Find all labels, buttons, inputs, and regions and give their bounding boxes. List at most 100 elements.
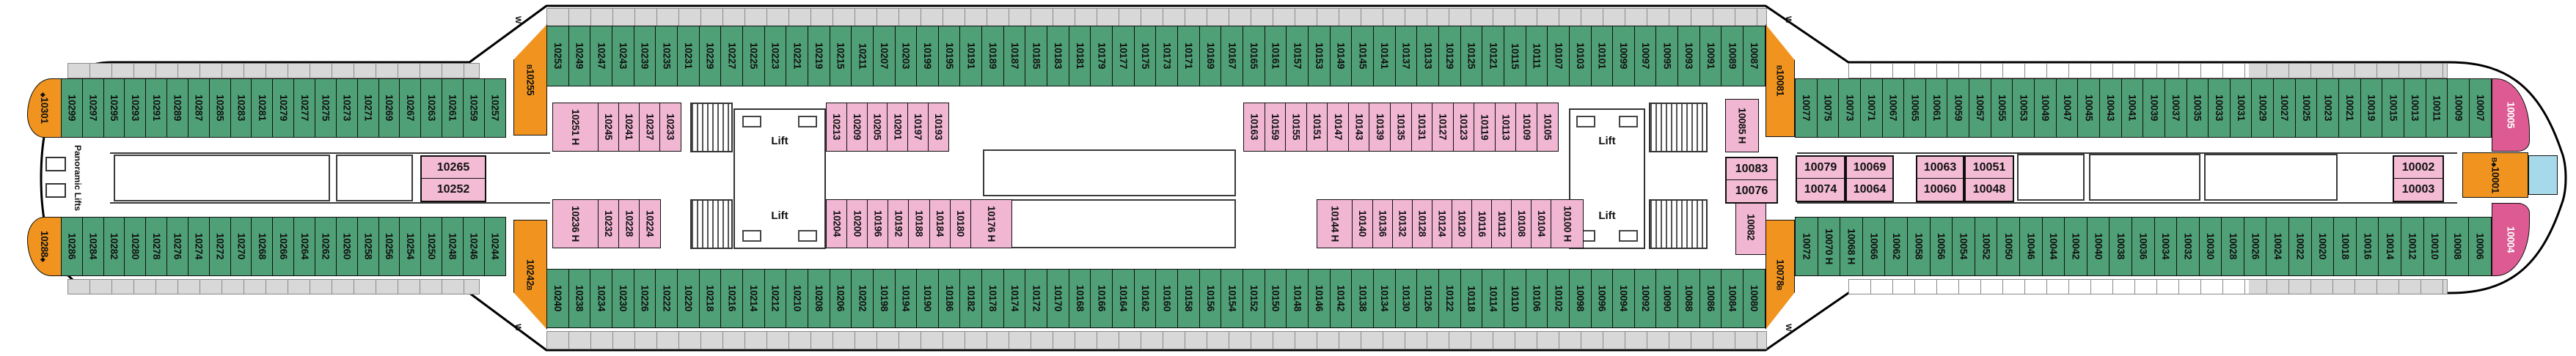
cabin-10115[interactable]: 10115 (1503, 26, 1527, 86)
cabin-10248[interactable]: 10248 (442, 217, 464, 276)
cabin-10262[interactable]: 10262 (314, 217, 337, 276)
cabin-10012[interactable]: 10012 (2401, 217, 2425, 276)
cabin-10285[interactable]: 10285 (208, 78, 232, 138)
cabin-10238[interactable]: 10238 (568, 269, 591, 328)
cabin-10094[interactable]: 10094 (1612, 269, 1636, 328)
cabin-10256[interactable]: 10256 (378, 217, 400, 276)
cabin-10065[interactable]: 10065 (1903, 78, 1927, 138)
cabin-10216[interactable]: 10216 (720, 269, 744, 328)
cabin-10093[interactable]: 10093 (1677, 26, 1701, 86)
cabin-10176[interactable]: 10176 H (970, 199, 1012, 248)
cabin-10148[interactable]: 10148 (1286, 269, 1309, 328)
cabin-10104[interactable]: 10104 (1531, 199, 1552, 248)
cabin-10140[interactable]: 10140 (1352, 199, 1373, 248)
cabin-10258[interactable]: 10258 (356, 217, 379, 276)
cabin-10179[interactable]: 10179 (1090, 26, 1113, 86)
cabin-10210[interactable]: 10210 (786, 269, 809, 328)
cabin-10277[interactable]: 10277 (293, 78, 316, 138)
cabin-10194[interactable]: 10194 (894, 269, 918, 328)
cabin-10053[interactable]: 10053 (2012, 78, 2035, 138)
cabin-10112[interactable]: 10112 (1491, 199, 1512, 248)
cabin-10206[interactable]: 10206 (829, 269, 852, 328)
cabin-10268[interactable]: 10268 (251, 217, 274, 276)
cabin-10022[interactable]: 10022 (2288, 217, 2313, 276)
cabin-10211[interactable]: 10211 (851, 26, 874, 86)
cabin-10259[interactable]: 10259 (462, 78, 486, 138)
cabin-10114[interactable]: 10114 (1482, 269, 1505, 328)
cabin-10291[interactable]: 10291 (145, 78, 168, 138)
cabin-10033[interactable]: 10033 (2208, 78, 2231, 138)
cabin-10230[interactable]: 10230 (611, 269, 635, 328)
cabin-10147[interactable]: 10147 (1327, 103, 1350, 152)
cabin-10161[interactable]: 10161 (1264, 26, 1287, 86)
cabin-10067[interactable]: 10067 (1881, 78, 1905, 138)
cabin-10173[interactable]: 10173 (1155, 26, 1179, 86)
cabin-10232[interactable]: 10232 (597, 199, 620, 248)
cabin-10097[interactable]: 10097 (1633, 26, 1657, 86)
cabin-10119[interactable]: 10119 (1474, 103, 1496, 152)
cabin-10243[interactable]: 10243 (611, 26, 635, 86)
cabin-10167[interactable]: 10167 (1221, 26, 1244, 86)
cabin-10106[interactable]: 10106 (1525, 269, 1548, 328)
cabin-10030[interactable]: 10030 (2198, 217, 2222, 276)
cabin-10041[interactable]: 10041 (2121, 78, 2144, 138)
cabin-10127[interactable]: 10127 (1432, 103, 1455, 152)
cabin-10061[interactable]: 10061 (1925, 78, 1948, 138)
cabin-10068[interactable]: 10068 H (1840, 217, 1864, 276)
cabin-10239[interactable]: 10239 (633, 26, 656, 86)
cabin-10002[interactable]: 10002 (2393, 156, 2443, 179)
cabin-10190[interactable]: 10190 (916, 269, 940, 328)
cabin-10059[interactable]: 10059 (1947, 78, 1970, 138)
cabin-10227[interactable]: 10227 (720, 26, 744, 86)
cabin-10038[interactable]: 10038 (2109, 217, 2133, 276)
cabin-10156[interactable]: 10156 (1199, 269, 1222, 328)
cabin-10198[interactable]: 10198 (872, 269, 896, 328)
cabin-10126[interactable]: 10126 (1416, 269, 1440, 328)
cabin-10103[interactable]: 10103 (1568, 26, 1592, 86)
cabin-10025[interactable]: 10025 (2294, 78, 2318, 138)
cabin-10111[interactable]: 10111 (1525, 26, 1548, 86)
cabin-10251[interactable]: 10251 H (552, 103, 599, 152)
cabin-10174[interactable]: 10174 (1003, 269, 1026, 328)
cabin-10079[interactable]: 10079 (1796, 156, 1845, 179)
cabin-10039[interactable]: 10039 (2143, 78, 2166, 138)
cabin-10139[interactable]: 10139 (1369, 103, 1391, 152)
cabin-10236[interactable]: 10236 H (552, 199, 599, 248)
cabin-10091[interactable]: 10091 (1699, 26, 1722, 86)
cabin-10229[interactable]: 10229 (698, 26, 722, 86)
cabin-10226[interactable]: 10226 (633, 269, 656, 328)
cabin-10205[interactable]: 10205 (866, 103, 888, 152)
cabin-10124[interactable]: 10124 (1431, 199, 1453, 248)
cabin-10193[interactable]: 10193 (927, 103, 949, 152)
cabin-10120[interactable]: 10120 (1451, 199, 1473, 248)
cabin-10192[interactable]: 10192 (888, 199, 910, 248)
cabin-10195[interactable]: 10195 (937, 26, 961, 86)
cabin-10073[interactable]: 10073 (1838, 78, 1862, 138)
cabin-10056[interactable]: 10056 (1929, 217, 1953, 276)
cabin-10188[interactable]: 10188 (908, 199, 931, 248)
cabin-10221[interactable]: 10221 (786, 26, 809, 86)
cabin-10168[interactable]: 10168 (1068, 269, 1091, 328)
cabin-10287[interactable]: 10287 (187, 78, 211, 138)
cabin-10257[interactable]: 10257 (483, 78, 507, 138)
cabin-10274[interactable]: 10274 (187, 217, 211, 276)
cabin-10064[interactable]: 10064 (1846, 178, 1893, 201)
cabin-10201[interactable]: 10201 (887, 103, 909, 152)
cabin-10267[interactable]: 10267 (399, 78, 422, 138)
cabin-10028[interactable]: 10028 (2221, 217, 2245, 276)
cabin-10187[interactable]: 10187 (1003, 26, 1026, 86)
cabin-10299[interactable]: 10299 (60, 78, 84, 138)
cabin-10284[interactable]: 10284 (81, 217, 105, 276)
cabin-10235[interactable]: 10235 (655, 26, 678, 86)
cabin-10099[interactable]: 10099 (1612, 26, 1636, 86)
cabin-10137[interactable]: 10137 (1394, 26, 1418, 86)
cabin-10275[interactable]: 10275 (314, 78, 337, 138)
cabin-10172[interactable]: 10172 (1025, 269, 1048, 328)
cabin-10021[interactable]: 10021 (2338, 78, 2362, 138)
cabin-10136[interactable]: 10136 (1372, 199, 1394, 248)
cabin-10155[interactable]: 10155 (1285, 103, 1308, 152)
cabin-10082[interactable]: 10082 (1735, 199, 1766, 255)
cabin-10144[interactable]: 10144 H (1317, 199, 1353, 248)
cabin-10208[interactable]: 10208 (807, 269, 831, 328)
cabin-10001[interactable]: B◆10001 (2462, 152, 2528, 198)
